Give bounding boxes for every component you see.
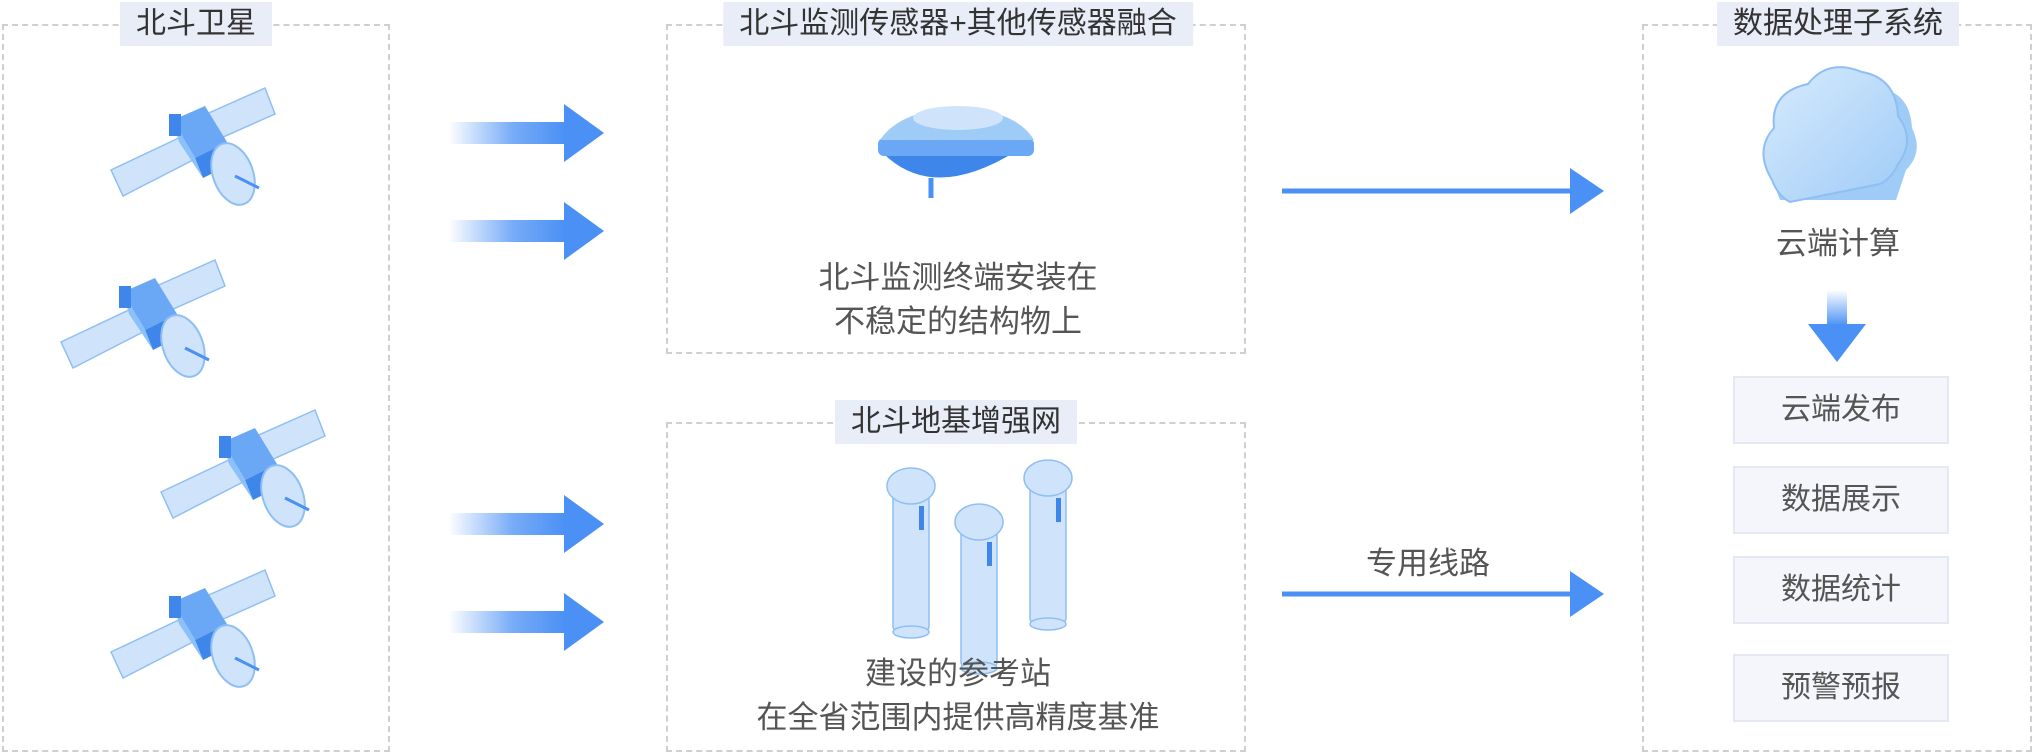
monitoring-caption: 北斗监测终端安装在 不稳定的结构物上 [819,256,1098,344]
service-data-display: 数据展示 [1733,466,1949,534]
ground-caption-line1: 建设的参考站 [865,656,1051,691]
arrow-right-icon [448,104,604,162]
arrow-right-icon [1282,168,1604,214]
service-cloud-publish: 云端发布 [1733,376,1949,444]
dedicated-line-label: 专用线路 [1366,546,1490,581]
arrow-right-icon [1282,571,1604,617]
monitoring-caption-line1: 北斗监测终端安装在 [818,260,1098,295]
monitoring-panel-title: 北斗监测传感器+其他传感器融合 [723,2,1193,46]
monitoring-caption-line2: 不稳定的结构物上 [834,304,1082,339]
satellite-panel [2,24,390,752]
service-data-statistics: 数据统计 [1733,556,1949,624]
service-early-warning: 预警预报 [1733,654,1949,722]
arrow-right-icon [448,593,604,651]
ground-caption-line2: 在全省范围内提供高精度基准 [756,700,1160,735]
ground-panel-title: 北斗地基增强网 [835,400,1077,444]
cloud-icon [1762,66,1917,204]
arrow-down-icon [1808,290,1866,362]
gnss-antenna-icon [878,106,1034,198]
processing-panel-title: 数据处理子系统 [1717,2,1959,46]
arrow-right-icon [448,202,604,260]
arrow-right-icon [448,495,604,553]
cloud-computing-label: 云端计算 [1776,226,1900,261]
satellite-panel-title: 北斗卫星 [120,2,272,46]
ground-caption: 建设的参考站 在全省范围内提供高精度基准 [757,652,1160,740]
